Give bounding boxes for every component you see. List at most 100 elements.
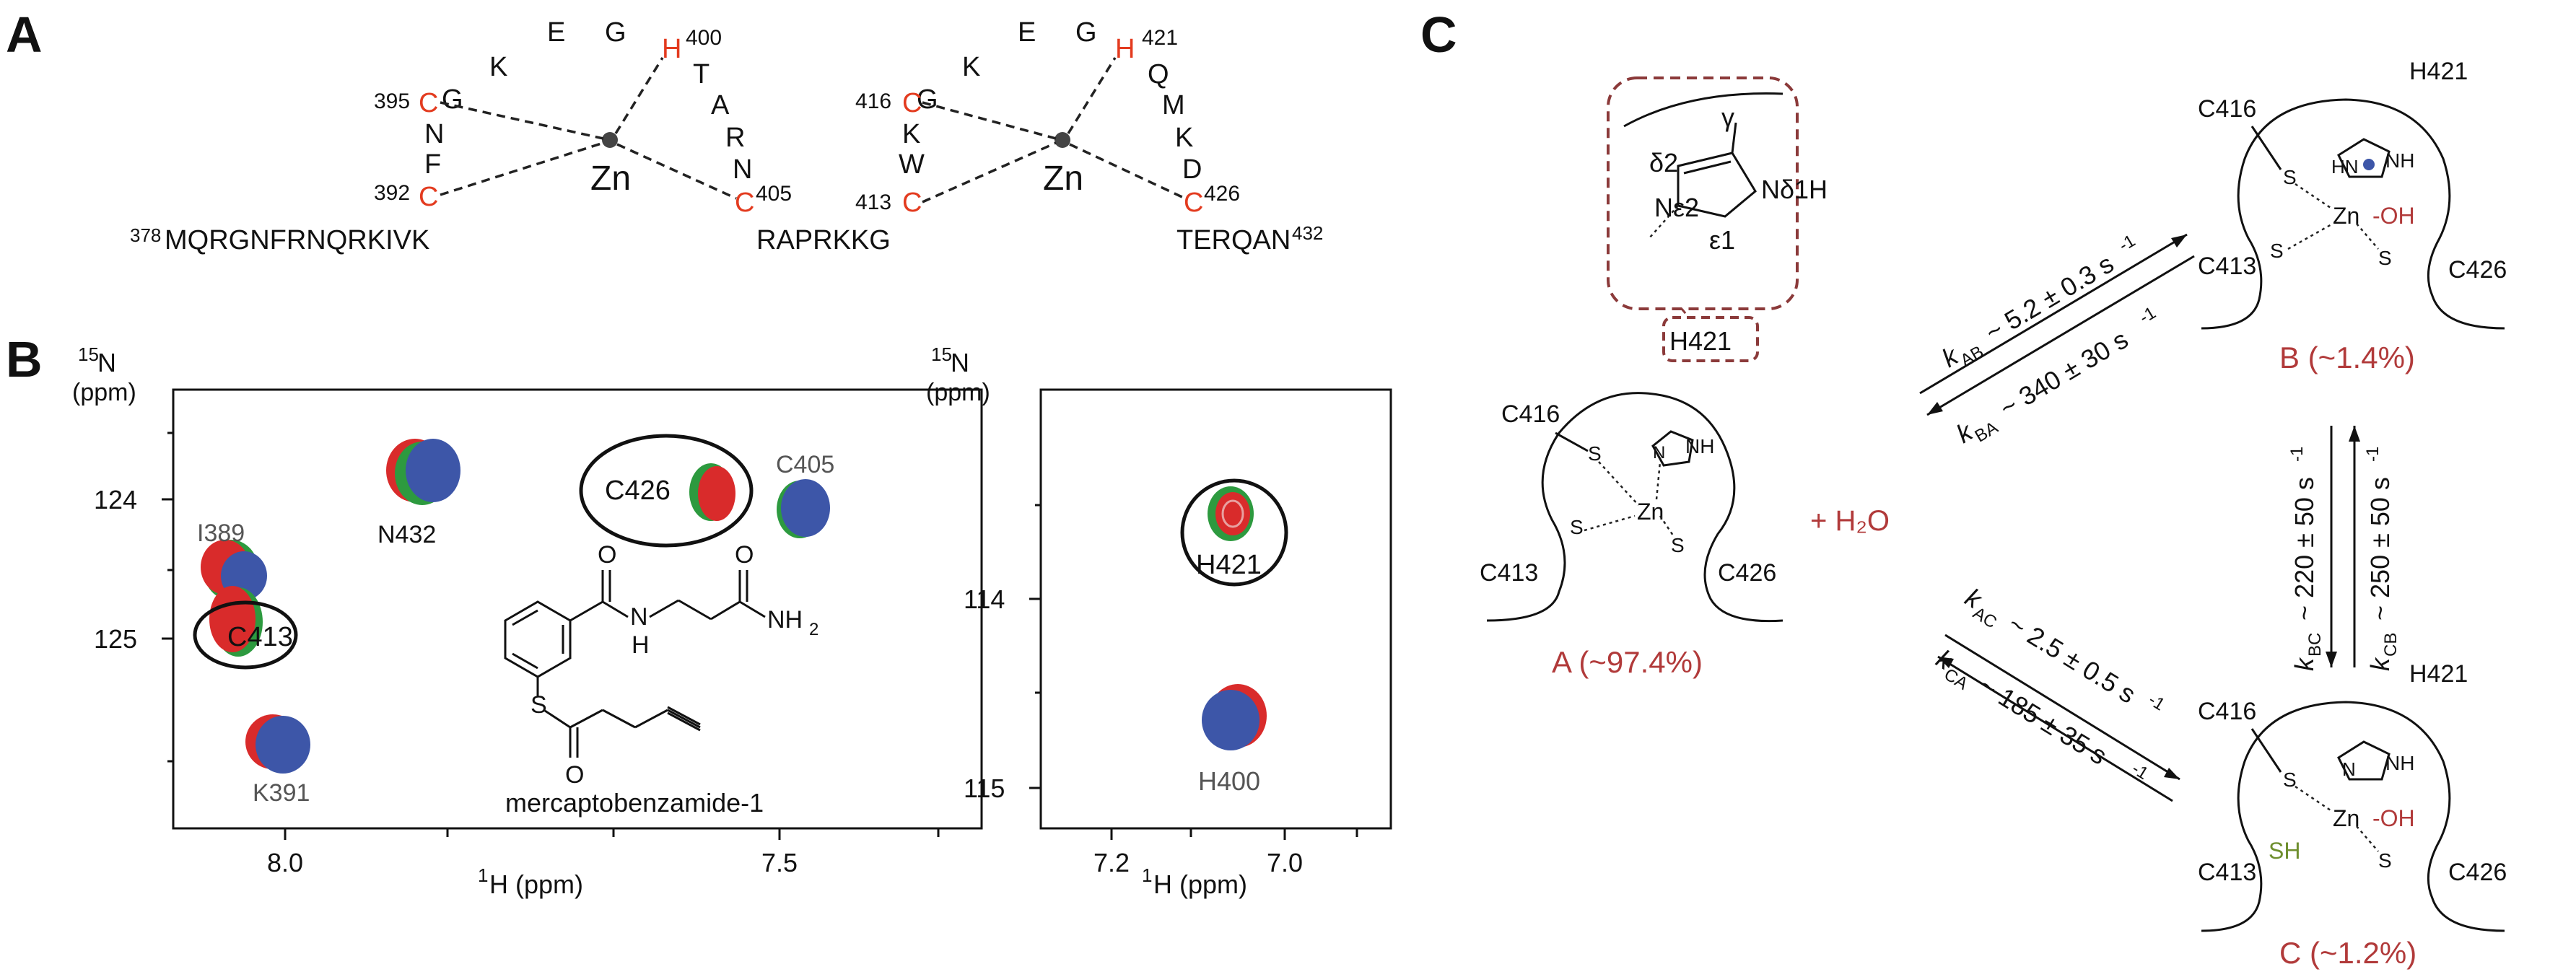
c426-number: 426 xyxy=(1204,182,1240,206)
peak-label-c426: C426 xyxy=(605,476,671,506)
residue-letter: Q xyxy=(1148,59,1169,89)
residue-letter: R xyxy=(725,123,745,153)
zinc-label: Zn xyxy=(590,159,631,198)
residue-letter: W xyxy=(899,149,925,180)
atom-label: S xyxy=(2283,166,2297,188)
y-tick-label: 114 xyxy=(964,584,1005,614)
panel-c-label: C xyxy=(1420,6,1457,63)
thiol-label: SH xyxy=(2269,838,2300,864)
rate-kba-value: ~ 340 ± 30 s xyxy=(1994,324,2133,423)
h421-box-label: H421 xyxy=(1669,326,1732,356)
atom-label: O xyxy=(565,761,584,789)
c392-residue: C xyxy=(419,182,438,212)
rate-sub: CB xyxy=(2381,633,2401,657)
spectrum-frame xyxy=(1039,388,1392,830)
x-tick-label: 8.0 xyxy=(267,848,303,877)
c413-highlight xyxy=(193,600,298,670)
atom-label: Nε2 xyxy=(1654,193,1699,222)
residue-letter: N xyxy=(733,154,752,185)
atom-label: H xyxy=(632,631,650,659)
zinc-label: Zn xyxy=(1043,159,1083,198)
rate-kbc-value: ~ 220 ± 50 s xyxy=(2289,477,2319,621)
mercaptobenzamide-structure: O O N H NH 2 S O mercaptobenzamide-1 xyxy=(504,541,818,818)
h421-label: H421 xyxy=(2409,660,2468,688)
rate-exp: -1 xyxy=(2136,303,2160,328)
histidine-inset: δ2 γ Nε2 Nδ1H ε1 H421 xyxy=(1607,76,1828,362)
state-c: C416 H421 C413 C426 S SH S Zn -OH N NH C… xyxy=(2198,660,2507,970)
c416-residue: C xyxy=(902,88,922,118)
c413-number: 413 xyxy=(855,190,891,214)
peak-h421 xyxy=(1208,486,1254,541)
rate-k: k xyxy=(2289,657,2319,671)
atom-label: S xyxy=(531,691,547,719)
residue-letter: G xyxy=(605,17,626,48)
state-b: C416 H421 C413 C426 S S S Zn -OH HN NH B… xyxy=(2198,58,2507,374)
sequence-n-terminal: MQRGNFRNQRKIVK xyxy=(165,225,429,255)
atom-label: O xyxy=(735,541,754,569)
c395-residue: C xyxy=(419,88,438,118)
atom-label: N xyxy=(1653,443,1665,463)
atom-label: S xyxy=(2270,240,2284,262)
water-label: + H₂O xyxy=(1810,505,1890,537)
c426-label: C426 xyxy=(1718,559,1776,587)
atom-label: N xyxy=(2342,758,2356,780)
rate-exp: -1 xyxy=(2287,447,2307,462)
atom-label: S xyxy=(1671,534,1685,556)
rate-sub: BC xyxy=(2305,633,2325,657)
residue-letter: K xyxy=(902,119,920,149)
zinc-label: Zn xyxy=(2333,203,2359,229)
x-axis-sup: 1 xyxy=(478,864,488,886)
residue-letter: E xyxy=(1018,17,1036,48)
residue-letter: G xyxy=(442,84,463,115)
c413-label: C413 xyxy=(2198,253,2256,280)
equilibrium-arrows-ac: k AC ~ 2.5 ± 0.5 s -1 k CA ~ 185 ± 35 s … xyxy=(1931,582,2180,802)
x-tick-label: 7.2 xyxy=(1093,848,1130,877)
c416-label: C416 xyxy=(2198,95,2256,123)
y-tick-label: 115 xyxy=(964,774,1005,803)
peak-c405 xyxy=(777,479,830,538)
h400-residue: H xyxy=(662,34,681,64)
residue-letter: K xyxy=(489,52,507,82)
c426-label: C426 xyxy=(2448,256,2507,284)
residue-letter: A xyxy=(711,90,730,121)
sequence-c-terminal: TERQAN xyxy=(1176,225,1291,255)
state-a-label: A (~97.4%) xyxy=(1552,645,1703,679)
nmr-spectrum-left: 15 N (ppm) 124 125 8.0 7.5 1 H (ppm) xyxy=(72,343,983,899)
c426-highlight xyxy=(579,434,754,548)
residue-letter: G xyxy=(917,84,938,115)
atom-label: NH xyxy=(767,606,803,634)
atom-label: S xyxy=(1588,442,1602,465)
hydroxide-label: -OH xyxy=(2372,203,2415,229)
peak-n432 xyxy=(386,439,460,505)
atom-label: S xyxy=(1570,516,1584,538)
peak-label-i389: I389 xyxy=(197,520,245,547)
h421-residue: H xyxy=(1115,34,1135,64)
c426-label: C426 xyxy=(2448,859,2507,886)
sequence-linker: RAPRKKG xyxy=(756,225,891,255)
peak-c426 xyxy=(689,463,735,521)
nmr-spectrum-right: 15 N (ppm) 114 115 7.2 7.0 1 H (ppm) H42… xyxy=(926,343,1392,899)
atom-label: δ2 xyxy=(1649,148,1678,178)
y-axis-sup: 15 xyxy=(931,343,952,365)
y-axis-unit: (ppm) xyxy=(926,379,990,406)
zinc-atom-icon xyxy=(602,132,618,148)
rate-exp: -1 xyxy=(2116,231,2139,255)
residue-letter: G xyxy=(1075,17,1097,48)
spectrum-frame xyxy=(172,388,983,830)
x-axis-sup: 1 xyxy=(1142,864,1152,886)
zinc-label: Zn xyxy=(1637,499,1664,525)
h421-label: H421 xyxy=(2409,58,2468,85)
c416-label: C416 xyxy=(1501,400,1560,428)
atom-label: O xyxy=(598,541,616,569)
residue-letter: K xyxy=(1175,123,1193,153)
y-tick-label: 125 xyxy=(94,624,137,654)
atom-label: S xyxy=(2378,247,2392,269)
c405-number: 405 xyxy=(756,182,792,206)
peak-label-n432: N432 xyxy=(377,521,436,548)
h421-highlight xyxy=(1180,478,1288,587)
zinc-label: Zn xyxy=(2333,805,2359,831)
peak-h400 xyxy=(1202,684,1267,750)
rate-exp: -1 xyxy=(2129,759,2152,784)
atom-label: NH xyxy=(2385,149,2414,172)
